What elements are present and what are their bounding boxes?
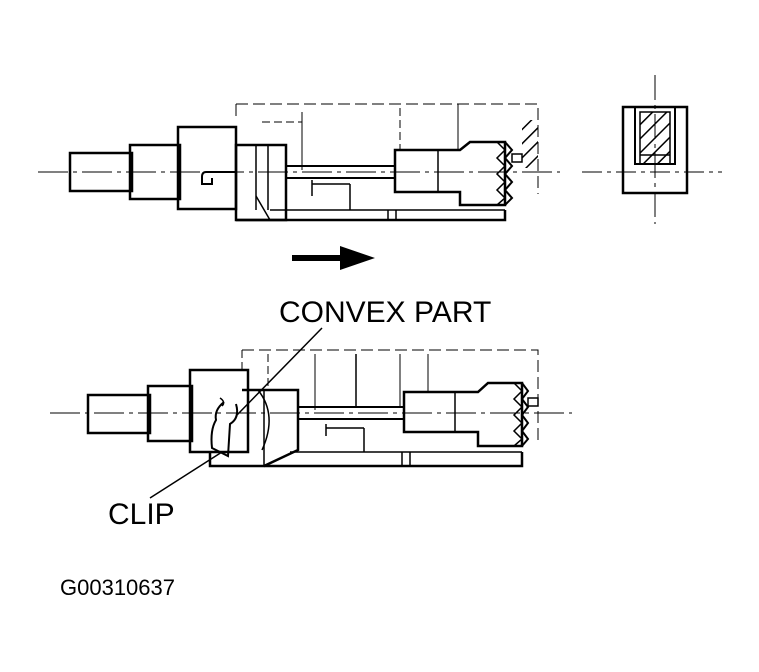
convex-part-leader [235, 327, 323, 417]
bottom-cable [86, 393, 152, 435]
bottom-switch-view [50, 349, 572, 468]
convex-part-label: CONVEX PART [279, 296, 492, 329]
bottom-clip-body [208, 388, 300, 468]
bottom-switch-step2 [188, 368, 250, 454]
top-plunger-tip [393, 140, 507, 207]
top-bracket-outline [236, 103, 539, 194]
top-clip-housing [234, 143, 288, 222]
right-arrow-icon [292, 246, 375, 270]
end-view-section [582, 75, 722, 224]
top-switch-step2 [176, 125, 238, 211]
bottom-switch-step1 [146, 384, 194, 443]
top-cable [68, 151, 134, 193]
figure-code: G00310637 [60, 575, 175, 600]
clip-label: CLIP [108, 498, 175, 531]
top-switch-step1 [128, 143, 182, 201]
end-view-hatched-core [639, 111, 671, 165]
top-switch-view [38, 103, 560, 222]
bottom-bracket-outline [242, 349, 539, 440]
bottom-plunger-tip [402, 381, 524, 448]
clip-leader [149, 451, 223, 499]
